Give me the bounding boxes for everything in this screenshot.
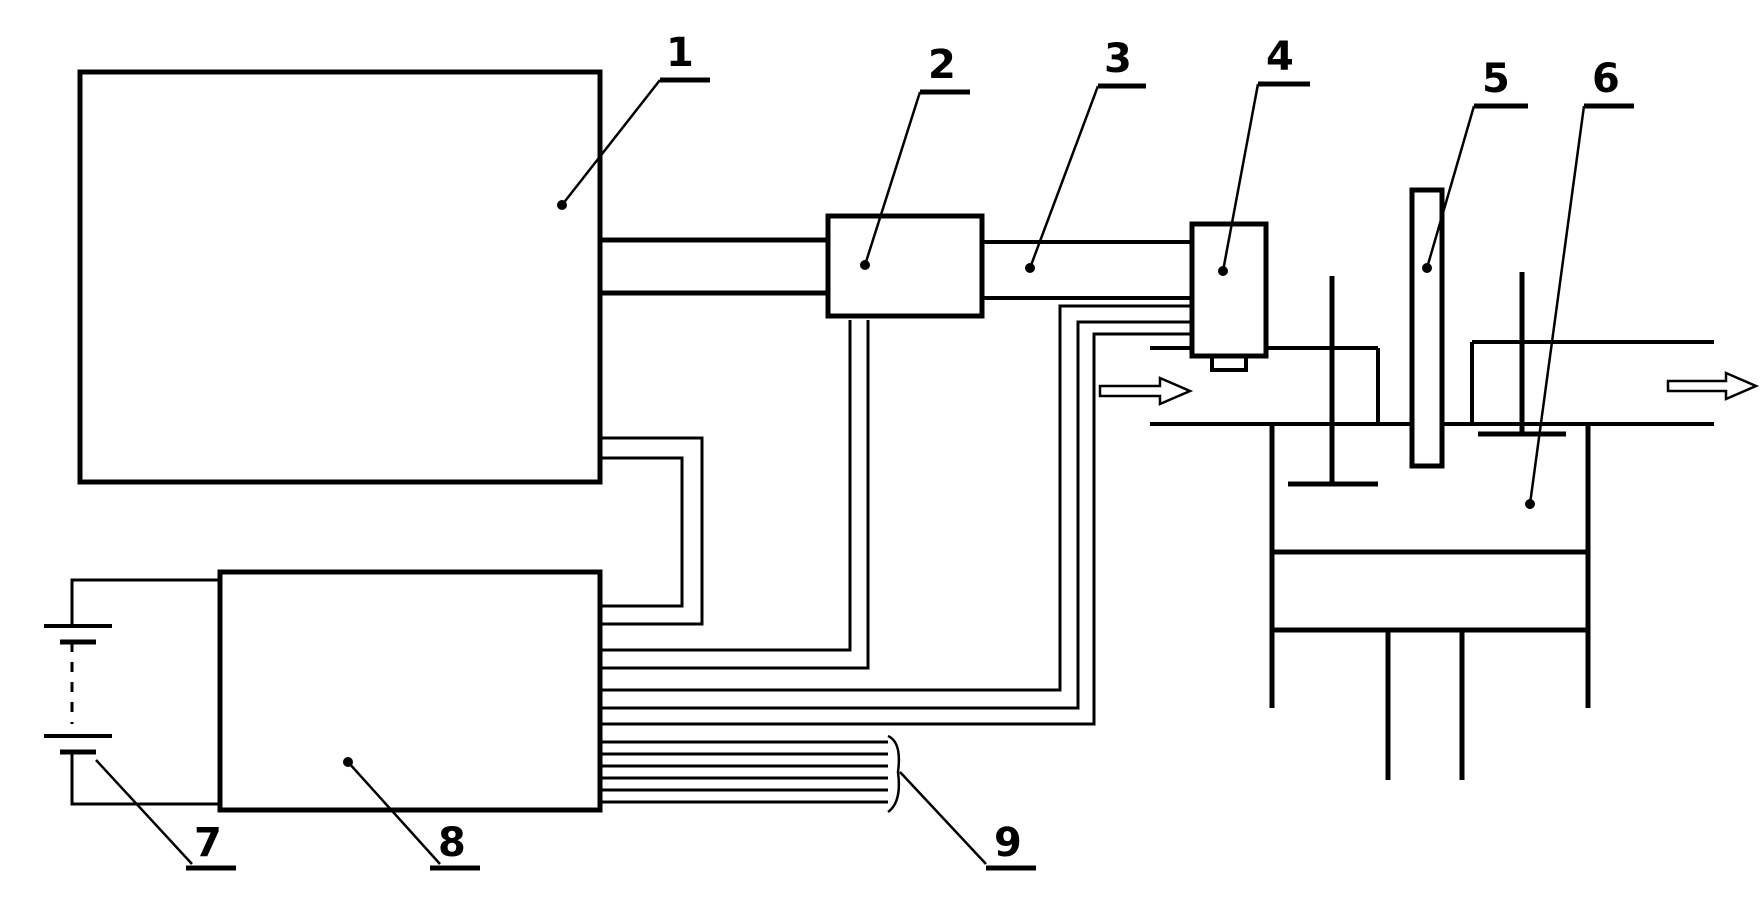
intake-valve [1288, 276, 1378, 487]
component-1-unit [77, 69, 603, 485]
component-4-injector [1189, 221, 1269, 372]
label-9: 9 [994, 820, 1022, 866]
component-8-control-unit [217, 569, 603, 813]
component-3-pipe [982, 240, 1192, 300]
label-4: 4 [1266, 34, 1294, 80]
label-6: 6 [1592, 56, 1620, 102]
component-7-battery [44, 578, 220, 806]
wires-8-to-1 [600, 436, 704, 626]
wires-8-to-4 [600, 304, 1192, 726]
exhaust-valve [1478, 272, 1566, 437]
component-labels: 1 2 3 4 5 6 7 8 9 [194, 30, 1620, 866]
component-2-box [825, 213, 985, 319]
label-2: 2 [928, 42, 956, 88]
label-5: 5 [1482, 56, 1510, 102]
label-3: 3 [1104, 36, 1132, 82]
intake-manifold [1150, 346, 1412, 426]
duct-1-to-2 [600, 237, 828, 296]
intake-arrow-icon [1098, 376, 1194, 406]
leader-lines [95, 77, 1634, 871]
label-7: 7 [194, 820, 222, 866]
component-9-wire-bundle [600, 734, 901, 814]
exhaust-manifold [1470, 340, 1714, 426]
exhaust-arrow-icon [1666, 371, 1760, 401]
piston [1269, 549, 1591, 780]
wires-8-to-2 [600, 320, 870, 670]
label-8: 8 [438, 820, 466, 866]
label-1: 1 [666, 30, 694, 76]
